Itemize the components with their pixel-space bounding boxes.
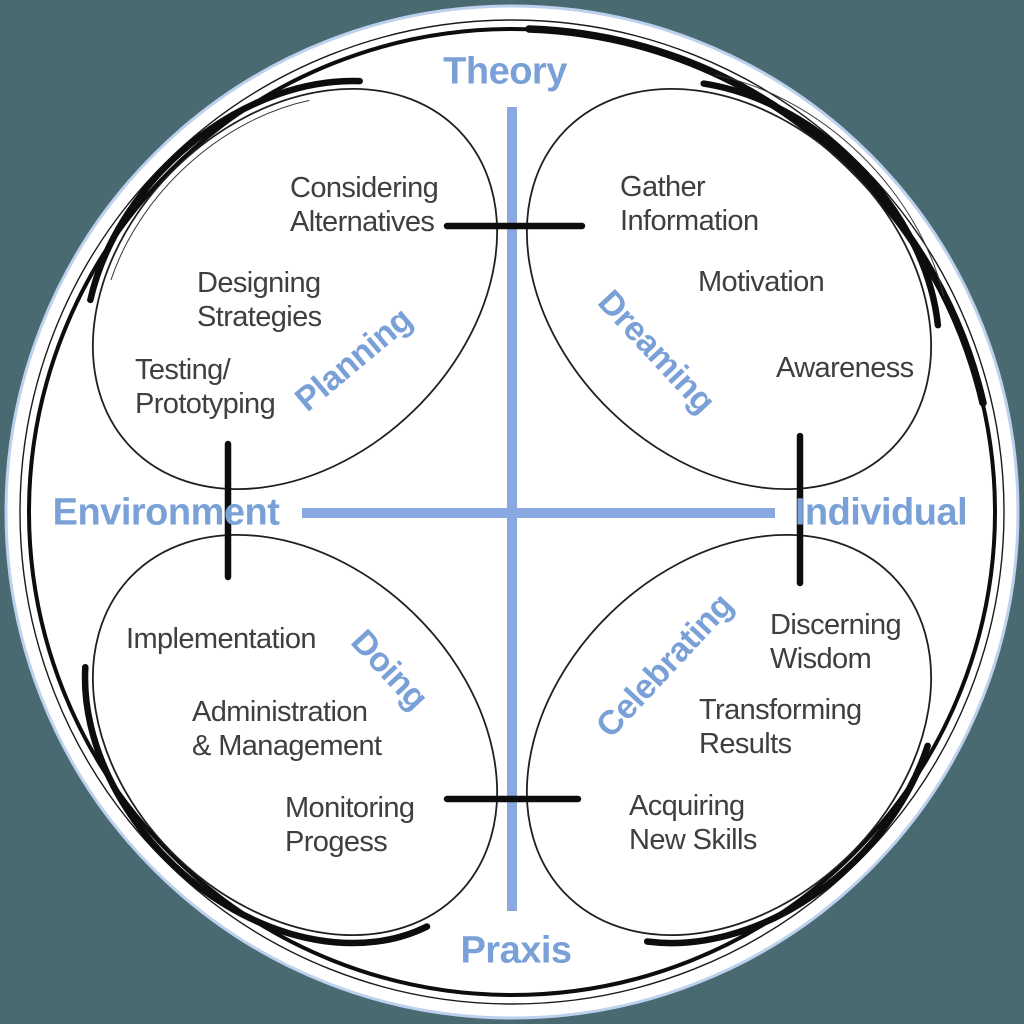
planning-item-designing-strategies: Designing Strategies [197, 267, 322, 333]
sketch-arc-planning [87, 77, 363, 304]
oval-group-dreaming [525, 74, 945, 490]
planning-item-considering-alternatives: Considering Alternatives [290, 172, 439, 238]
axis-label-praxis: Praxis [460, 929, 572, 972]
oval-group-celebrating [525, 534, 933, 947]
celebrating-item-transforming-results: Transforming Results [699, 694, 862, 760]
planning-item-testing-prototyping: Testing/ Prototyping [135, 354, 276, 420]
oval-group-doing [81, 534, 499, 947]
axis-label-individual: Individual [794, 491, 968, 534]
doing-item-administration-management: Administration & Management [192, 696, 382, 762]
dreaming-item-awareness: Awareness [776, 352, 914, 384]
doing-item-monitoring-progess: Monitoring Progess [285, 792, 415, 858]
oval-dreaming [525, 88, 933, 490]
sketch-arc-thin-planning [110, 99, 310, 281]
outer-circle-thick [27, 27, 997, 997]
dreaming-item-motivation: Motivation [698, 266, 825, 298]
oval-celebrating [525, 534, 933, 936]
celebrating-item-discerning-wisdom: Discerning Wisdom [770, 609, 902, 675]
sketch-arc-outer-topright [525, 25, 987, 407]
oval-doing [91, 534, 499, 936]
oval-group-planning [87, 77, 499, 490]
doing-item-implementation: Implementation [126, 623, 316, 655]
outer-circle-thin [19, 19, 1005, 1005]
sketch-arc-thin-dreaming [714, 74, 945, 297]
axis-label-theory: Theory [443, 50, 567, 93]
axis-label-environment: Environment [52, 491, 280, 534]
oval-planning [91, 88, 499, 490]
sketch-arc-doing [81, 663, 431, 947]
sketch-arc-celebrating [643, 742, 931, 947]
celebrating-item-acquiring-new-skills: Acquiring New Skills [629, 790, 757, 856]
sketch-arc-dreaming [700, 80, 942, 329]
dreaming-item-gather-information: Gather Information [620, 171, 759, 237]
